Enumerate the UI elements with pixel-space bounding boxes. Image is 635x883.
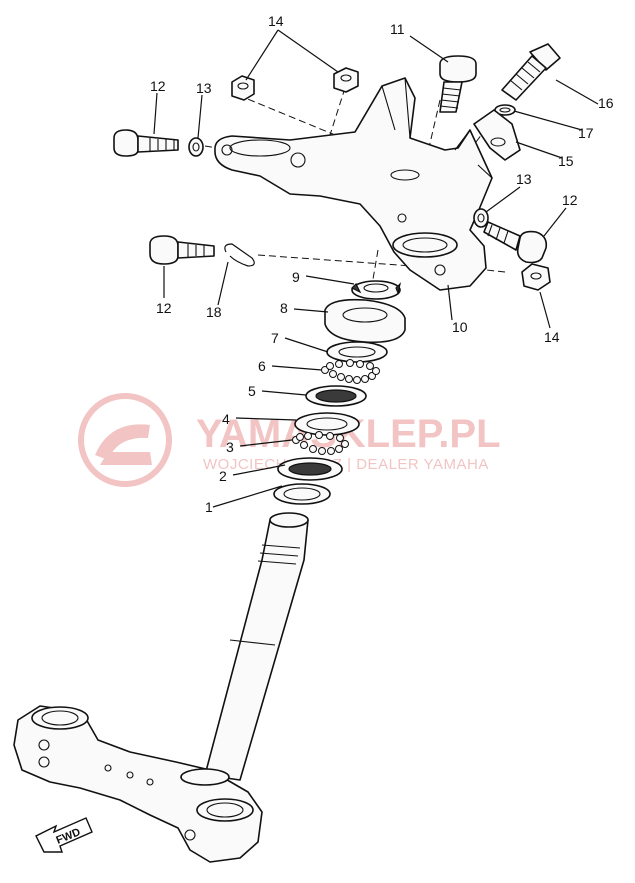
callout-17: 17 <box>578 125 594 141</box>
callout-16: 16 <box>598 95 614 111</box>
lower-balls <box>292 431 349 455</box>
callout-numbers: 1 2 3 4 5 6 7 8 9 10 11 12 12 12 13 13 1… <box>150 13 614 515</box>
upper-balls <box>321 359 380 384</box>
pinch-bolt-mid <box>149 235 215 265</box>
pinch-bolt-right <box>483 221 548 264</box>
callout-5: 5 <box>248 383 256 399</box>
callout-13-left: 13 <box>196 80 212 96</box>
washer-13-right <box>473 208 489 228</box>
callout-3: 3 <box>226 439 234 455</box>
clamp-bolt-right <box>501 43 561 101</box>
ring-nut <box>350 280 402 300</box>
callout-2: 2 <box>219 468 227 484</box>
watermark-logo-icon <box>78 393 172 487</box>
nut-14-right <box>333 67 359 93</box>
callout-7: 7 <box>271 330 279 346</box>
callout-1: 1 <box>205 499 213 515</box>
callout-12-right: 12 <box>562 192 578 208</box>
pinch-bolt-left <box>113 129 179 157</box>
callout-4: 4 <box>222 411 230 427</box>
nut-14-lower <box>521 263 551 291</box>
cover <box>324 298 406 344</box>
dust-seal <box>273 483 331 505</box>
callout-8: 8 <box>280 300 288 316</box>
upper-bracket <box>214 77 493 291</box>
washer-13-left <box>188 137 204 157</box>
callout-15: 15 <box>558 153 574 169</box>
callout-10: 10 <box>452 319 468 335</box>
callout-12-mid: 12 <box>156 300 172 316</box>
lower-race <box>277 457 343 481</box>
top-bolt <box>439 55 477 113</box>
callout-11: 11 <box>390 21 405 37</box>
wire-clip <box>224 243 255 267</box>
callout-13-right: 13 <box>516 171 532 187</box>
callout-14-top: 14 <box>268 13 284 29</box>
handlebar-clamp <box>473 109 521 161</box>
watermark-subtitle: WOJCIECH JANCZ | DEALER YAMAHA <box>203 456 489 473</box>
steering-stem <box>204 512 309 781</box>
bearing-stack <box>273 280 406 505</box>
callout-18: 18 <box>206 304 222 320</box>
lower-cup <box>294 412 360 436</box>
callout-14-lower: 14 <box>544 329 560 345</box>
fwd-arrow-icon: FWD <box>35 817 93 853</box>
callout-6: 6 <box>258 358 266 374</box>
leader-lines <box>153 29 599 508</box>
nut-14-left <box>231 75 255 101</box>
callout-9: 9 <box>292 269 300 285</box>
upper-cup <box>305 385 367 407</box>
callout-12-left: 12 <box>150 78 166 94</box>
lower-bracket <box>13 705 263 863</box>
upper-race <box>326 341 388 363</box>
